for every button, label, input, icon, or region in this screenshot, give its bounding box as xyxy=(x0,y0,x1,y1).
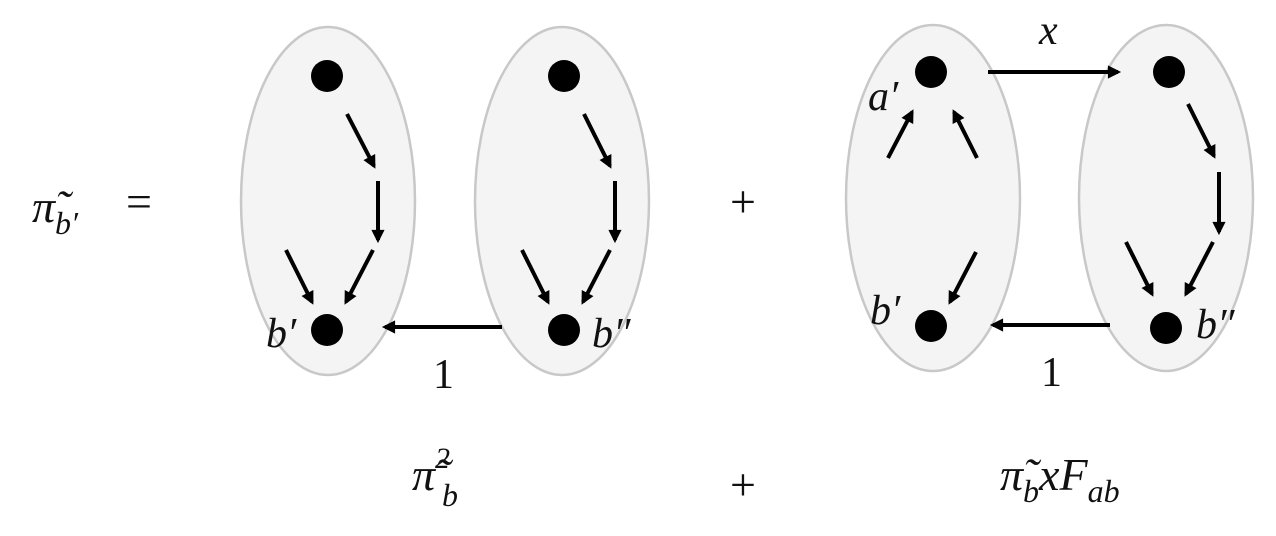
label-b-prime: b′ xyxy=(870,288,901,334)
svg-text:π̃bxFab: π̃bxFab xyxy=(1000,449,1120,509)
node-b-prime xyxy=(915,310,947,342)
label-a-prime: a′ xyxy=(868,74,899,120)
edge-arrow xyxy=(581,249,612,305)
node-b-double-prime xyxy=(548,314,580,346)
cluster-right xyxy=(1077,23,1255,373)
node-a-prime xyxy=(915,56,947,88)
term-1: π̃2 b xyxy=(412,442,458,513)
lhs-expression: π̃b′ xyxy=(32,181,79,241)
edge-arrow xyxy=(345,113,376,169)
plus-sign-bottom: + xyxy=(730,459,756,510)
node-top-right xyxy=(1153,56,1185,88)
equals-sign: = xyxy=(126,176,152,227)
node-top-right xyxy=(548,60,580,92)
edge-arrow xyxy=(1124,241,1154,297)
label-b-double-prime: b″ xyxy=(592,311,631,357)
plus-sign-top: + xyxy=(730,176,756,227)
edge-arrow xyxy=(952,109,979,159)
term1-subscript: b xyxy=(442,477,458,513)
diagram-2: a′ b′ b″ x 1 xyxy=(844,8,1255,396)
node-top-left xyxy=(311,60,343,92)
edge-arrow xyxy=(886,109,914,159)
edge-arrow xyxy=(344,249,375,305)
term2-rest: xF xyxy=(1038,449,1088,500)
node-b-prime xyxy=(311,314,343,346)
edge-arrow xyxy=(284,249,314,305)
label-b-prime: b′ xyxy=(266,311,297,357)
node-b-double-prime xyxy=(1150,312,1182,344)
term-2: π̃bxFab xyxy=(1000,449,1120,509)
svg-text:π̃2: π̃2 xyxy=(412,442,454,500)
edge-arrow xyxy=(520,249,550,305)
edge-label-1: 1 xyxy=(433,352,454,398)
label-b-double-prime: b″ xyxy=(1196,302,1235,348)
cluster-left xyxy=(239,25,417,377)
cluster-right xyxy=(473,25,651,377)
term1-superscript: 2 xyxy=(435,442,450,475)
edge-arrow xyxy=(1184,241,1215,297)
diagram-1: b′ b″ 1 xyxy=(239,25,651,398)
edge-arrow xyxy=(582,113,612,169)
edge-arrow xyxy=(948,251,978,305)
cluster-left xyxy=(844,23,1022,373)
term2-subscript: b xyxy=(1023,473,1039,509)
svg-text:π̃b′: π̃b′ xyxy=(32,181,79,241)
lhs-subscript: b′ xyxy=(55,205,79,241)
edge-label-x: x xyxy=(1038,8,1058,54)
edge-arrow xyxy=(1186,103,1216,159)
term2-rest-subscript: ab xyxy=(1088,473,1120,509)
edge-label-1: 1 xyxy=(1041,350,1062,396)
